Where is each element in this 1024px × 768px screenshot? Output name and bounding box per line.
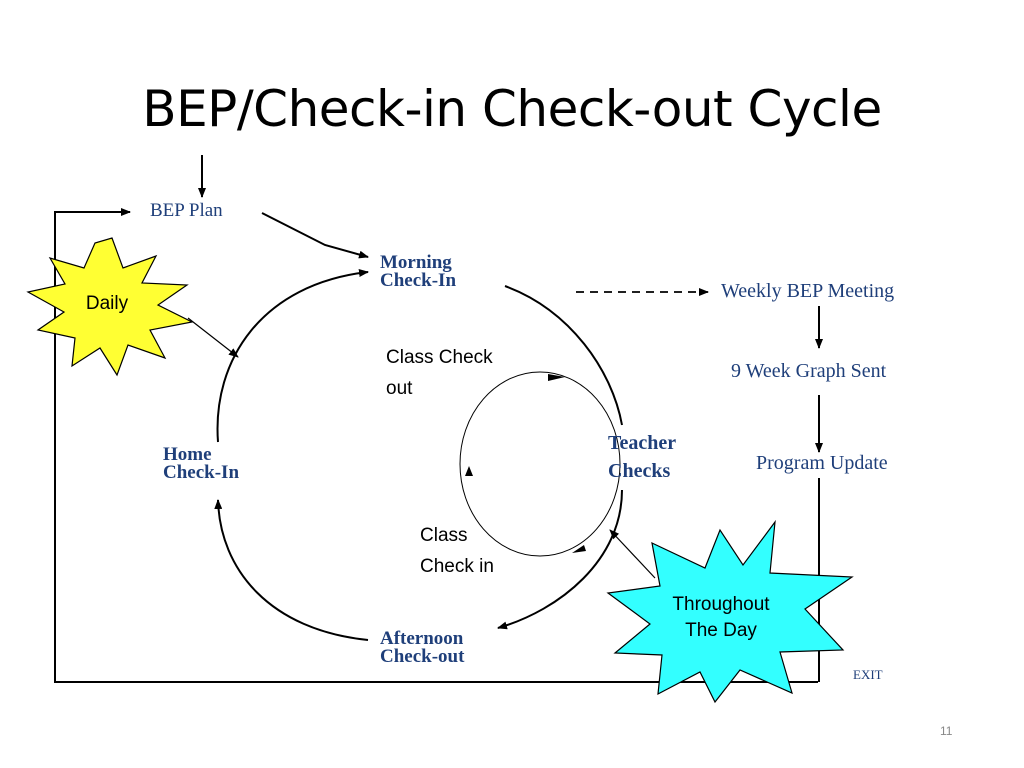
- arc-home-to-morning: [216, 269, 369, 443]
- afternoon-checkout-line-2: Check-out: [380, 646, 465, 667]
- class-check-out-line-1: Class Check: [386, 347, 493, 368]
- arc-afternoon-to-home: [214, 499, 369, 641]
- inner-arrow-left: [465, 466, 473, 476]
- morning-checkin-line-1: Morning: [380, 252, 452, 273]
- program-update-label: Program Update: [756, 452, 888, 474]
- home-checkin-line-2: Check-In: [163, 462, 240, 483]
- afternoon-checkout-label: Afternoon Check-out: [380, 628, 464, 668]
- home-checkin-label: Home Check-In: [163, 444, 239, 484]
- exit-label: EXIT: [853, 667, 883, 682]
- nine-week-graph-label: 9 Week Graph Sent: [731, 360, 887, 382]
- arc-morning-to-teacher: [504, 285, 623, 426]
- afternoon-checkout-line-1: Afternoon: [380, 628, 464, 649]
- teacher-checks-label: Teacher Checks: [608, 428, 676, 484]
- class-check-out-label: Class Check out: [386, 342, 493, 404]
- teacher-checks-line-1: Teacher: [608, 432, 677, 454]
- throughout-line-2: The Day: [685, 620, 757, 641]
- home-checkin-line-1: Home: [163, 444, 212, 465]
- class-check-out-line-2: out: [386, 378, 413, 399]
- weekly-bep-meeting-label: Weekly BEP Meeting: [721, 280, 895, 302]
- throughout-label: Throughout The Day: [656, 592, 786, 644]
- bep-plan-label: BEP Plan: [150, 200, 223, 221]
- throughout-burst: [606, 519, 854, 704]
- class-check-in-line-2: Check in: [420, 556, 494, 577]
- morning-checkin-label: Morning Check-In: [380, 252, 456, 292]
- daily-pointer-arrow: [187, 317, 239, 358]
- teacher-checks-line-2: Checks: [608, 460, 671, 482]
- morning-checkin-line-2: Check-In: [380, 270, 457, 291]
- inner-arrow-bottom: [572, 545, 586, 553]
- return-loop-line: [54, 208, 818, 683]
- slide-number: 11: [940, 724, 953, 738]
- class-check-in-line-1: Class: [420, 525, 468, 546]
- daily-label: Daily: [85, 293, 129, 314]
- plan-to-morning-arrow: [261, 212, 369, 259]
- inner-arrow-top: [548, 374, 565, 381]
- inner-class-cycle: [459, 371, 621, 557]
- class-check-in-label: Class Check in: [420, 520, 494, 582]
- slide-title: BEP/Check-in Check-out Cycle: [142, 80, 882, 138]
- throughout-line-1: Throughout: [672, 594, 770, 615]
- throughout-pointer-arrow: [609, 529, 656, 579]
- arc-teacher-to-afternoon: [497, 489, 623, 630]
- daily-burst: [26, 237, 194, 377]
